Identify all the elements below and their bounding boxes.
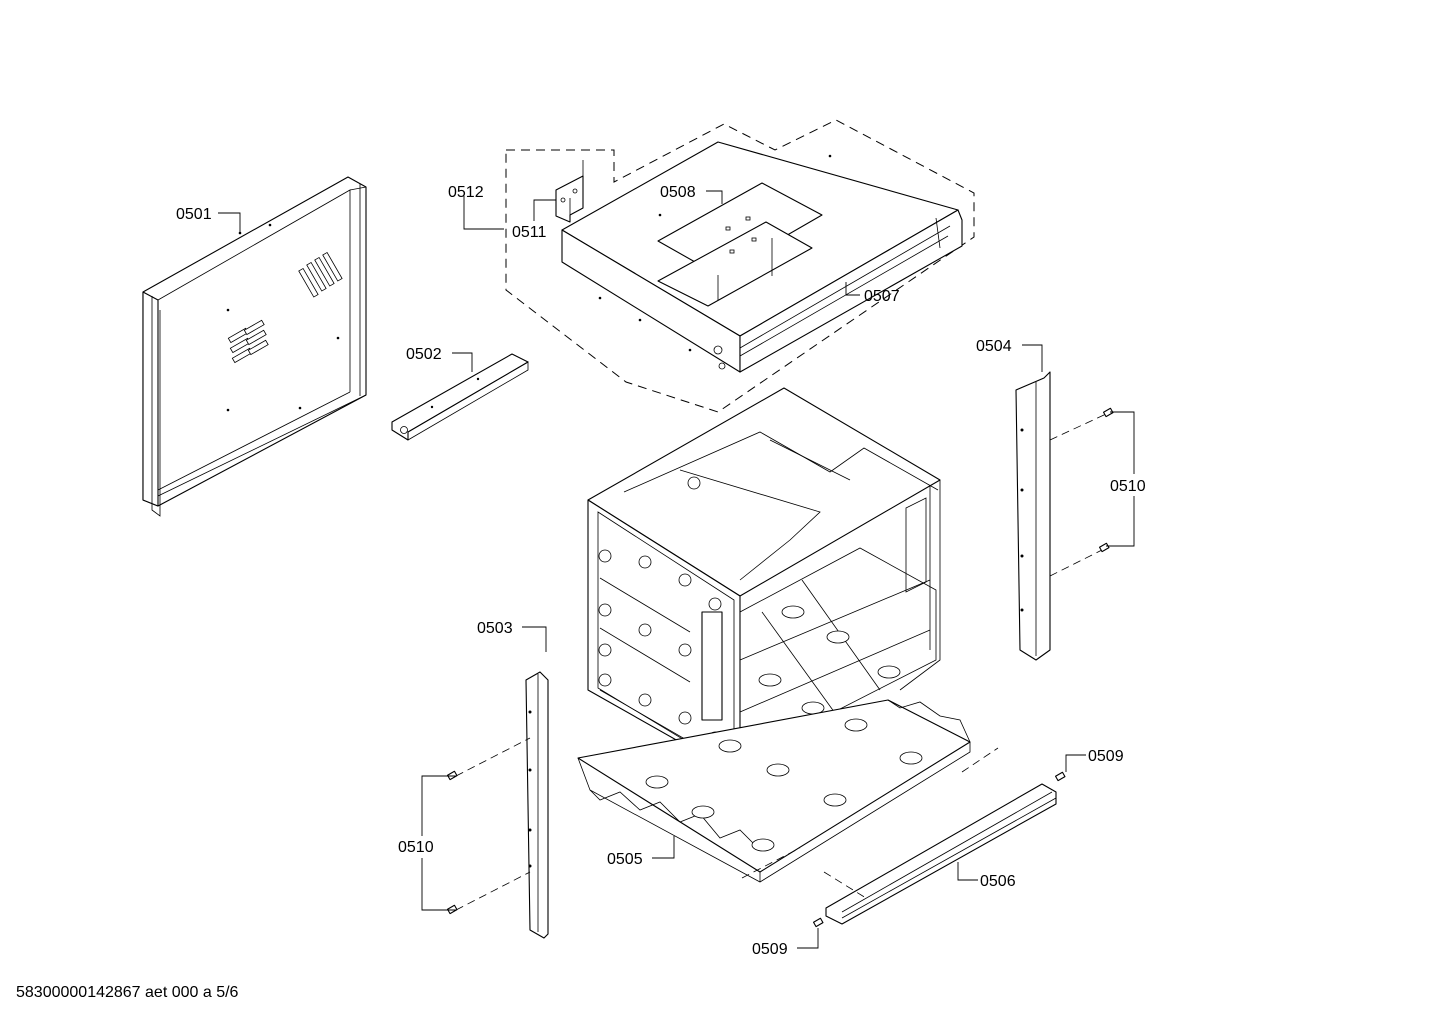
document-footer-code: 58300000142867 aet 000 a 5/6 <box>16 984 239 1001</box>
part-0506-front-rail <box>741 747 1057 925</box>
part-0505-bottom-tray <box>577 699 971 883</box>
label-0511: 0511 <box>512 224 547 241</box>
label-0506: 0506 <box>980 873 1016 890</box>
leader-lines <box>218 190 1135 949</box>
label-0505: 0505 <box>607 851 643 868</box>
label-0509-bottom: 0509 <box>752 941 788 958</box>
label-0503: 0503 <box>477 620 513 637</box>
label-0510-right: 0510 <box>1110 478 1146 495</box>
label-0507: 0507 <box>864 288 900 305</box>
part-0501-rear-panel <box>142 176 367 517</box>
part-0504-right-strip <box>1015 371 1114 661</box>
label-0508: 0508 <box>660 184 696 201</box>
part-labels: 0501 0502 0503 0504 0505 0506 0507 0508 … <box>176 184 1146 958</box>
label-0510-left: 0510 <box>398 839 434 856</box>
label-0501: 0501 <box>176 206 212 223</box>
screw-0509-bottom <box>812 917 824 928</box>
part-0507-top-cover-assembly <box>505 119 975 413</box>
label-0509-top: 0509 <box>1088 748 1124 765</box>
screw-0509-top <box>1054 771 1066 782</box>
part-0502-bracket <box>391 353 529 441</box>
label-0512: 0512 <box>448 184 484 201</box>
part-0503-left-strip <box>446 671 549 939</box>
label-0504: 0504 <box>976 338 1012 355</box>
label-0502: 0502 <box>406 346 442 363</box>
